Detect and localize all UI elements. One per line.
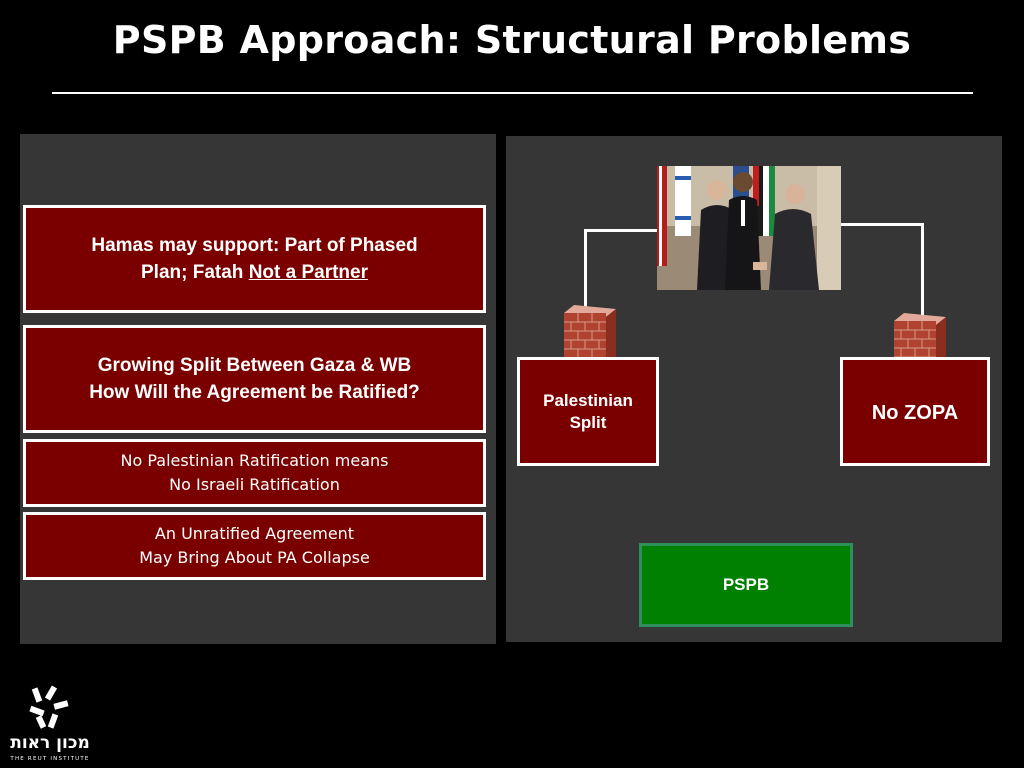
title-underline — [52, 92, 973, 94]
leaders-handshake-photo — [657, 166, 841, 290]
growing-split-box: Growing Split Between Gaza & WB How Will… — [23, 325, 486, 433]
connector-right-horizontal — [840, 223, 924, 226]
reut-institute-logo: מכון ראות THE REUT INSTITUTE — [9, 685, 90, 762]
connector-left-horizontal — [584, 229, 658, 232]
unratified-line1: An Unratified Agreement — [154, 524, 355, 543]
logo-english-text: THE REUT INSTITUTE — [9, 756, 89, 762]
hamas-support-line2-prefix: Plan; Fatah — [141, 262, 249, 283]
palestinian-split-line2: Split — [569, 413, 607, 432]
connector-right-vertical — [921, 223, 924, 315]
hamas-support-box: Hamas may support: Part of Phased Plan; … — [23, 205, 486, 313]
logo-hebrew-text: מכון ראות — [10, 733, 90, 753]
no-ratification-box: No Palestinian Ratification means No Isr… — [23, 439, 486, 507]
growing-split-line2: How Will the Agreement be Ratified? — [89, 382, 420, 403]
growing-split-line1: Growing Split Between Gaza & WB — [97, 355, 412, 376]
no-ratification-line1: No Palestinian Ratification means — [120, 451, 389, 470]
not-a-partner-text: Not a Partner — [248, 262, 368, 283]
no-zopa-label: No ZOPA — [871, 402, 959, 424]
no-zopa-box: No ZOPA — [840, 357, 990, 466]
connector-left-vertical — [584, 229, 587, 309]
palestinian-split-box: Palestinian Split — [517, 357, 659, 466]
pspb-box: PSPB — [639, 543, 853, 627]
hamas-support-line1: Hamas may support: Part of Phased — [91, 235, 418, 256]
unratified-agreement-box: An Unratified Agreement May Bring About … — [23, 512, 486, 580]
palestinian-split-line1: Palestinian — [543, 391, 633, 410]
hamas-support-line2: Plan; Fatah Not a Partner — [141, 259, 368, 286]
slide-title: PSPB Approach: Structural Problems — [112, 18, 912, 62]
pspb-label: PSPB — [722, 575, 770, 594]
unratified-line2: May Bring About PA Collapse — [139, 548, 370, 567]
no-ratification-line2: No Israeli Ratification — [169, 475, 340, 494]
